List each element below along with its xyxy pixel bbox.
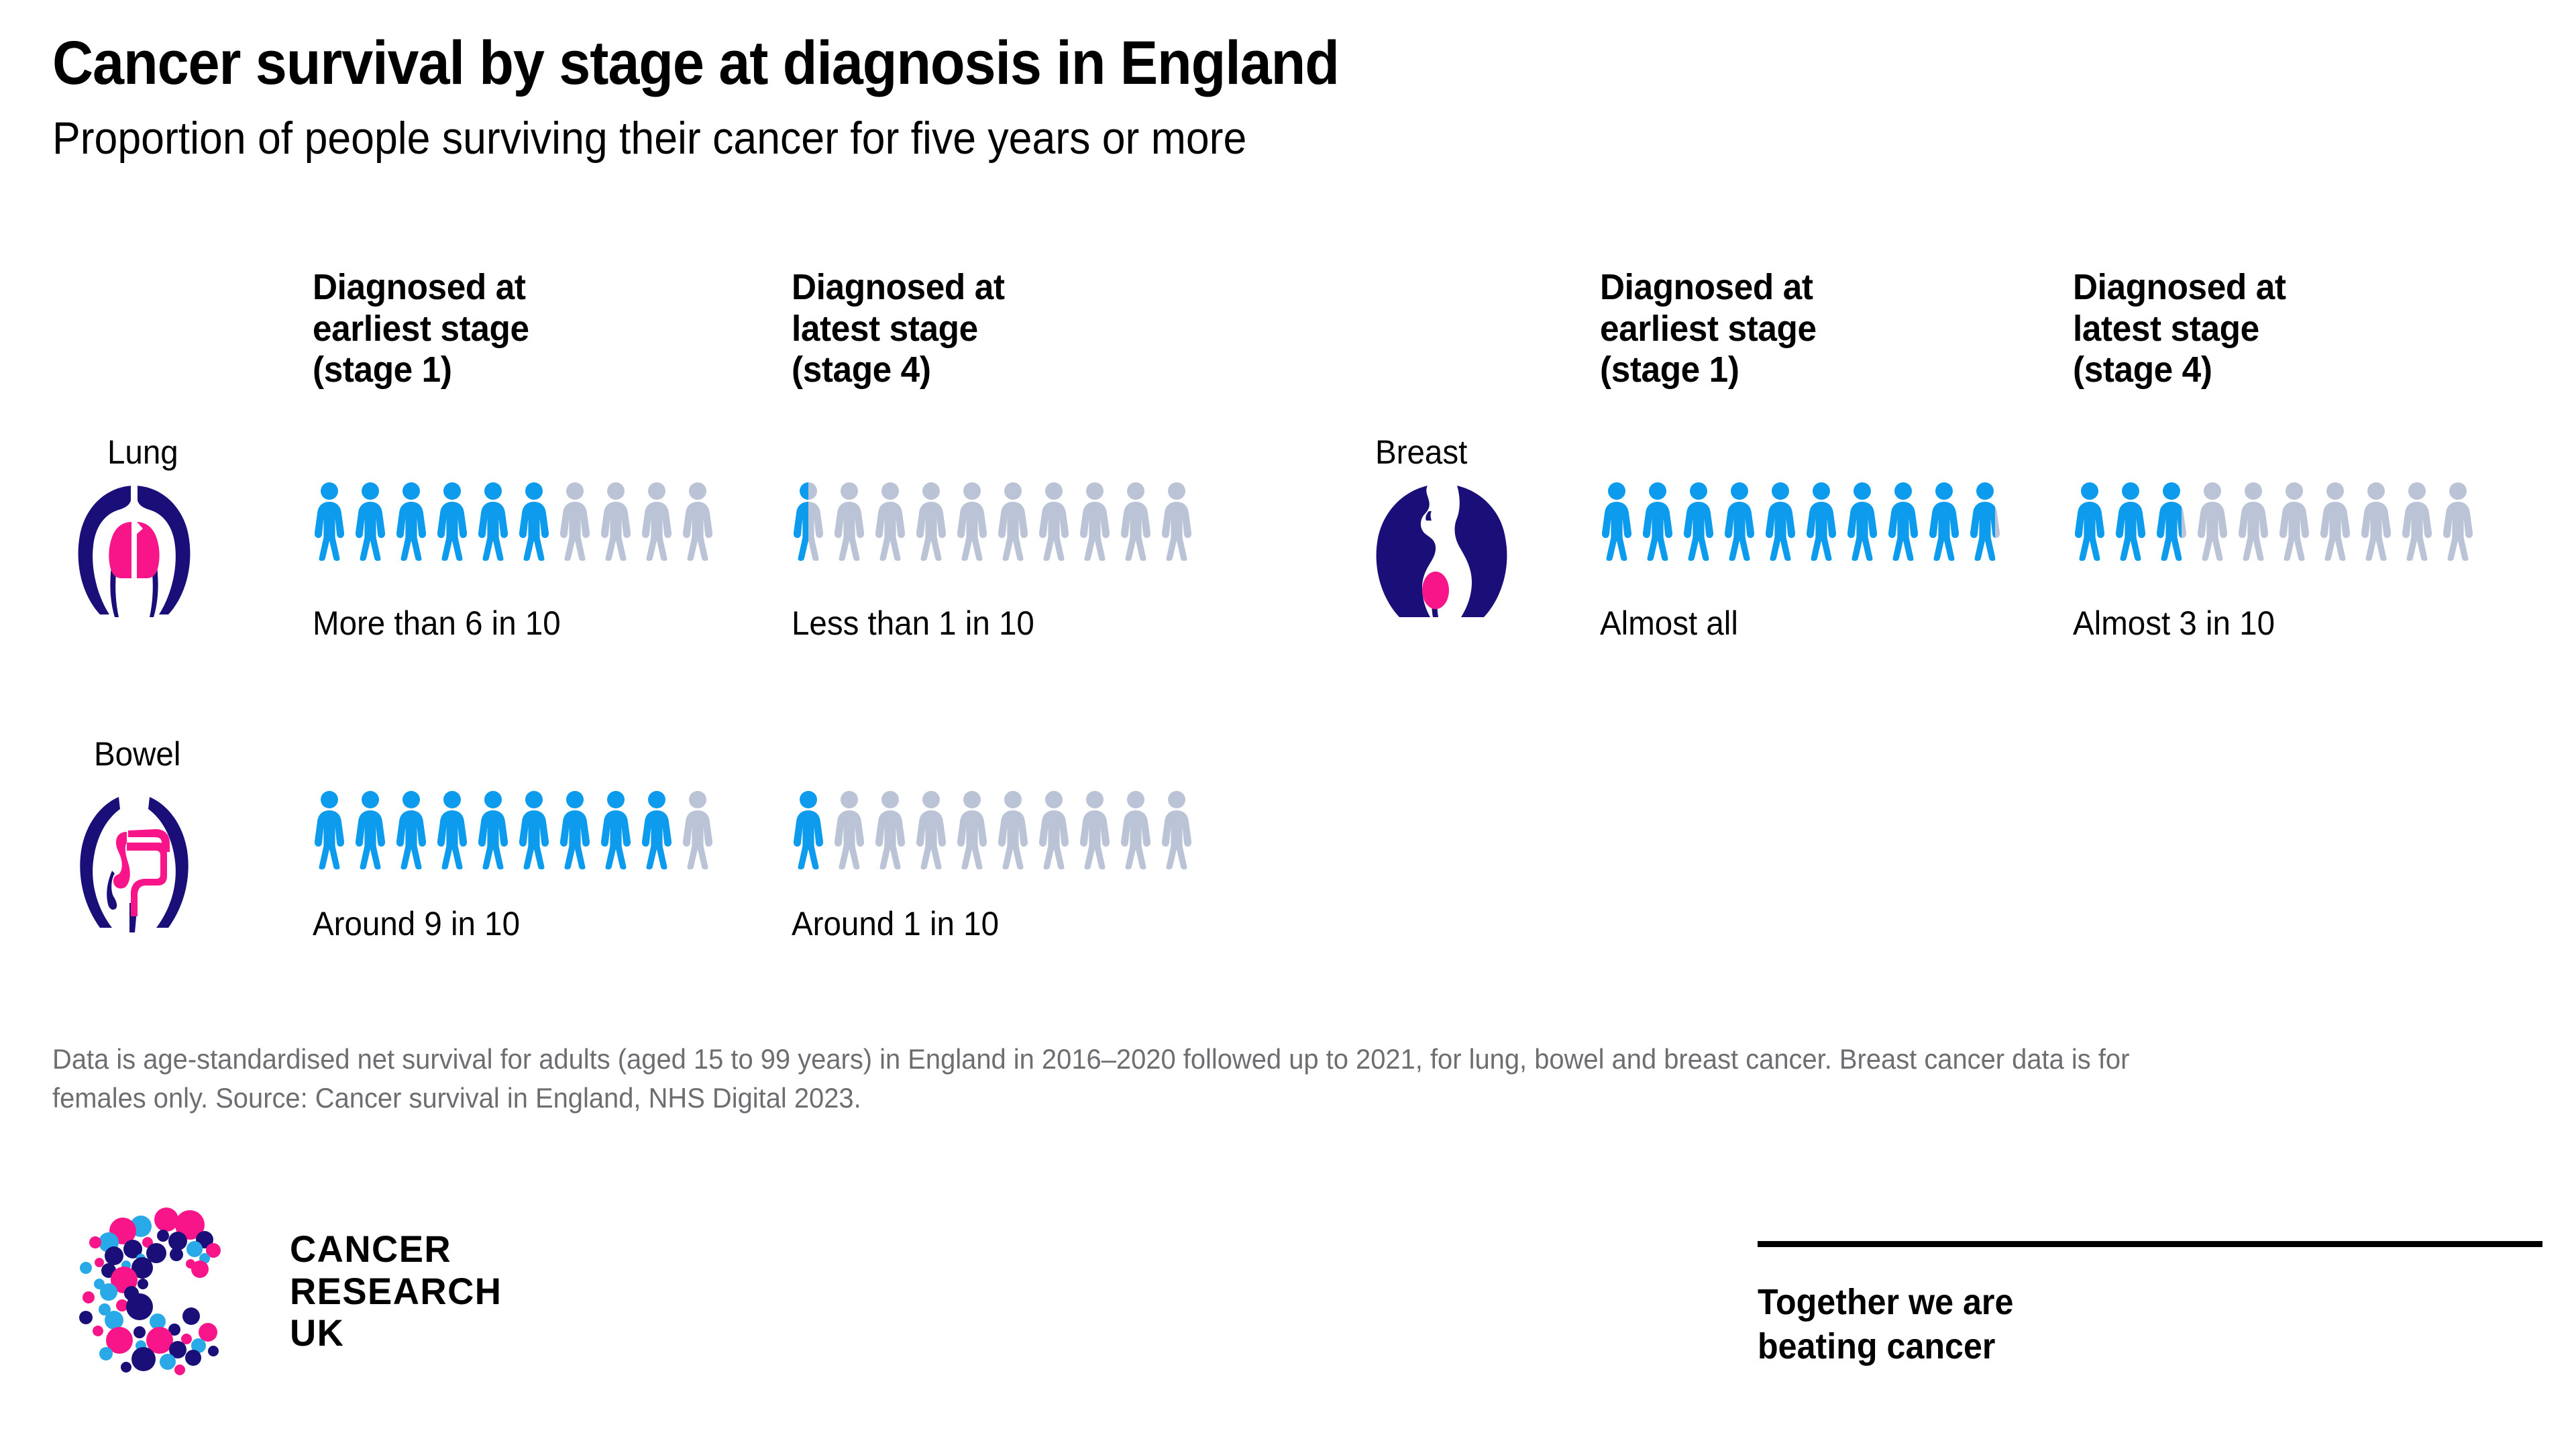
footnote-text: Data is age-standardised net survival fo… <box>52 1043 2130 1114</box>
person-icon-filled <box>641 791 672 869</box>
person-icon-filled <box>314 791 345 869</box>
person-icon-filled <box>1724 482 1755 561</box>
person-icon-empty <box>875 791 906 869</box>
person-icon-filled <box>1683 482 1714 561</box>
person-icon-empty <box>682 482 713 561</box>
person-icon-filled <box>396 482 427 561</box>
person-icon-filled <box>1601 482 1632 561</box>
person-icon-empty <box>916 791 947 869</box>
person-icon-empty <box>559 482 590 561</box>
bowel-icon <box>70 790 198 938</box>
pictogram-row-breast-latest <box>2073 482 2475 561</box>
person-icon-empty <box>957 482 987 561</box>
pictogram-row-bowel-earliest <box>313 790 714 869</box>
person-icon-empty <box>1120 791 1151 869</box>
caption-breast-latest: Almost 3 in 10 <box>2073 604 2275 642</box>
person-icon-empty <box>600 482 631 561</box>
column-heading-earliest-stage-right: Diagnosed at earliest stage (stage 1) <box>1600 267 1817 390</box>
person-icon-empty <box>682 791 713 869</box>
person-icon-empty <box>1038 791 1069 869</box>
person-icon-empty <box>2443 482 2473 561</box>
person-icon-empty <box>1038 482 1069 561</box>
tagline-text: Together we are beating cancer <box>1758 1282 2014 1366</box>
header: Cancer survival by stage at diagnosis in… <box>52 31 2467 163</box>
person-icon-filled <box>437 791 468 869</box>
person-icon-filled <box>396 791 427 869</box>
pictogram-row-breast-earliest <box>1600 482 2002 561</box>
person-icon-filled <box>478 791 508 869</box>
pictogram-row-lung-earliest <box>313 482 714 561</box>
person-icon-partial-filled <box>1970 482 2000 561</box>
caption-bowel-latest: Around 1 in 10 <box>792 905 999 943</box>
person-icon-half-filled <box>793 482 824 561</box>
person-icon-empty <box>2279 482 2310 561</box>
cruk-dot-c-icon <box>79 1208 221 1375</box>
tagline-block: Together we are beating cancer <box>1758 1241 2542 1369</box>
person-icon-filled <box>1888 482 1919 561</box>
page-subtitle: Proportion of people surviving their can… <box>52 112 1247 164</box>
person-icon-empty <box>2402 482 2432 561</box>
person-icon-empty <box>834 482 865 561</box>
person-icon-empty <box>1079 482 1110 561</box>
pictogram-row-lung-latest <box>792 482 1193 561</box>
person-icon-filled <box>1929 482 1960 561</box>
person-icon-empty <box>1120 482 1151 561</box>
person-icon-empty <box>2238 482 2269 561</box>
person-icon-filled <box>1847 482 1878 561</box>
organ-label-bowel: Bowel <box>94 735 181 773</box>
person-icon-filled <box>519 791 549 869</box>
caption-lung-latest: Less than 1 in 10 <box>792 604 1034 642</box>
person-icon-empty <box>834 791 865 869</box>
column-heading-earliest-stage-left: Diagnosed at earliest stage (stage 1) <box>313 267 529 390</box>
caption-breast-earliest: Almost all <box>1600 604 1738 642</box>
column-heading-latest-stage-right: Diagnosed at latest stage (stage 4) <box>2073 267 2286 390</box>
tagline-divider <box>1758 1241 2542 1247</box>
person-icon-empty <box>641 482 672 561</box>
person-icon-filled <box>314 482 345 561</box>
person-icon-filled <box>2074 482 2105 561</box>
person-icon-empty <box>957 791 987 869</box>
person-icon-partial-filled <box>2156 482 2187 561</box>
column-heading-latest-stage-left: Diagnosed at latest stage (stage 4) <box>792 267 1005 390</box>
person-icon-filled <box>437 482 468 561</box>
person-icon-empty <box>998 482 1028 561</box>
person-icon-empty <box>1161 791 1192 869</box>
person-icon-empty <box>2320 482 2351 561</box>
person-icon-empty <box>2361 482 2392 561</box>
caption-lung-earliest: More than 6 in 10 <box>313 604 561 642</box>
person-icon-filled <box>1642 482 1673 561</box>
person-icon-empty <box>875 482 906 561</box>
person-icon-empty <box>916 482 947 561</box>
cruk-wordmark: CANCER RESEARCH UK <box>290 1227 502 1354</box>
person-icon-filled <box>355 482 386 561</box>
person-icon-filled <box>355 791 386 869</box>
organ-label-lung: Lung <box>107 433 178 471</box>
page-title: Cancer survival by stage at diagnosis in… <box>52 29 1340 97</box>
person-icon-filled <box>559 791 590 869</box>
organ-label-breast: Breast <box>1375 433 1468 471</box>
person-icon-filled <box>1806 482 1837 561</box>
person-icon-empty <box>1079 791 1110 869</box>
caption-bowel-earliest: Around 9 in 10 <box>313 905 520 943</box>
person-icon-empty <box>2197 482 2228 561</box>
lung-icon <box>70 482 198 623</box>
person-icon-filled <box>519 482 549 561</box>
person-icon-filled <box>1765 482 1796 561</box>
person-icon-filled <box>793 791 824 869</box>
person-icon-empty <box>998 791 1028 869</box>
pictogram-row-bowel-latest <box>792 790 1193 869</box>
person-icon-filled <box>2115 482 2146 561</box>
breast-icon <box>1374 482 1508 623</box>
cancer-research-uk-logo: CANCER RESEARCH UK <box>67 1201 508 1382</box>
person-icon-filled <box>600 791 631 869</box>
person-icon-empty <box>1161 482 1192 561</box>
person-icon-filled <box>478 482 508 561</box>
